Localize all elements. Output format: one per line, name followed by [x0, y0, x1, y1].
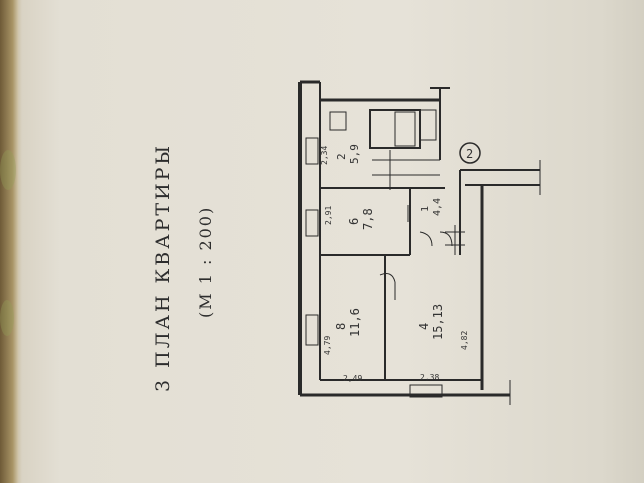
room-6-number: 6 [347, 218, 361, 225]
stain [0, 150, 16, 190]
room-1-number: 1 [420, 206, 431, 212]
room-2-number: 2 [335, 153, 348, 160]
room-8-area: 11,6 [348, 308, 362, 337]
room-2-area: 5,9 [348, 144, 361, 164]
dimension-label: 4,82 [460, 331, 469, 350]
room-6-area: 7,8 [361, 208, 375, 230]
dimension-label: 2,49 [343, 374, 362, 383]
dimension-label: 2,38 [420, 373, 439, 382]
page-edge [0, 0, 18, 483]
dimension-label: 4,79 [323, 336, 332, 355]
room-4-area: 15,13 [431, 304, 445, 340]
room-1-area: 4,4 [432, 198, 443, 216]
room-8-number: 8 [334, 323, 348, 330]
dimension-label: 2,34 [320, 146, 329, 165]
marker-label: 2 [466, 147, 473, 161]
dimension-label: 2,91 [324, 206, 333, 225]
stain [0, 300, 14, 336]
room-4-number: 4 [417, 323, 431, 330]
